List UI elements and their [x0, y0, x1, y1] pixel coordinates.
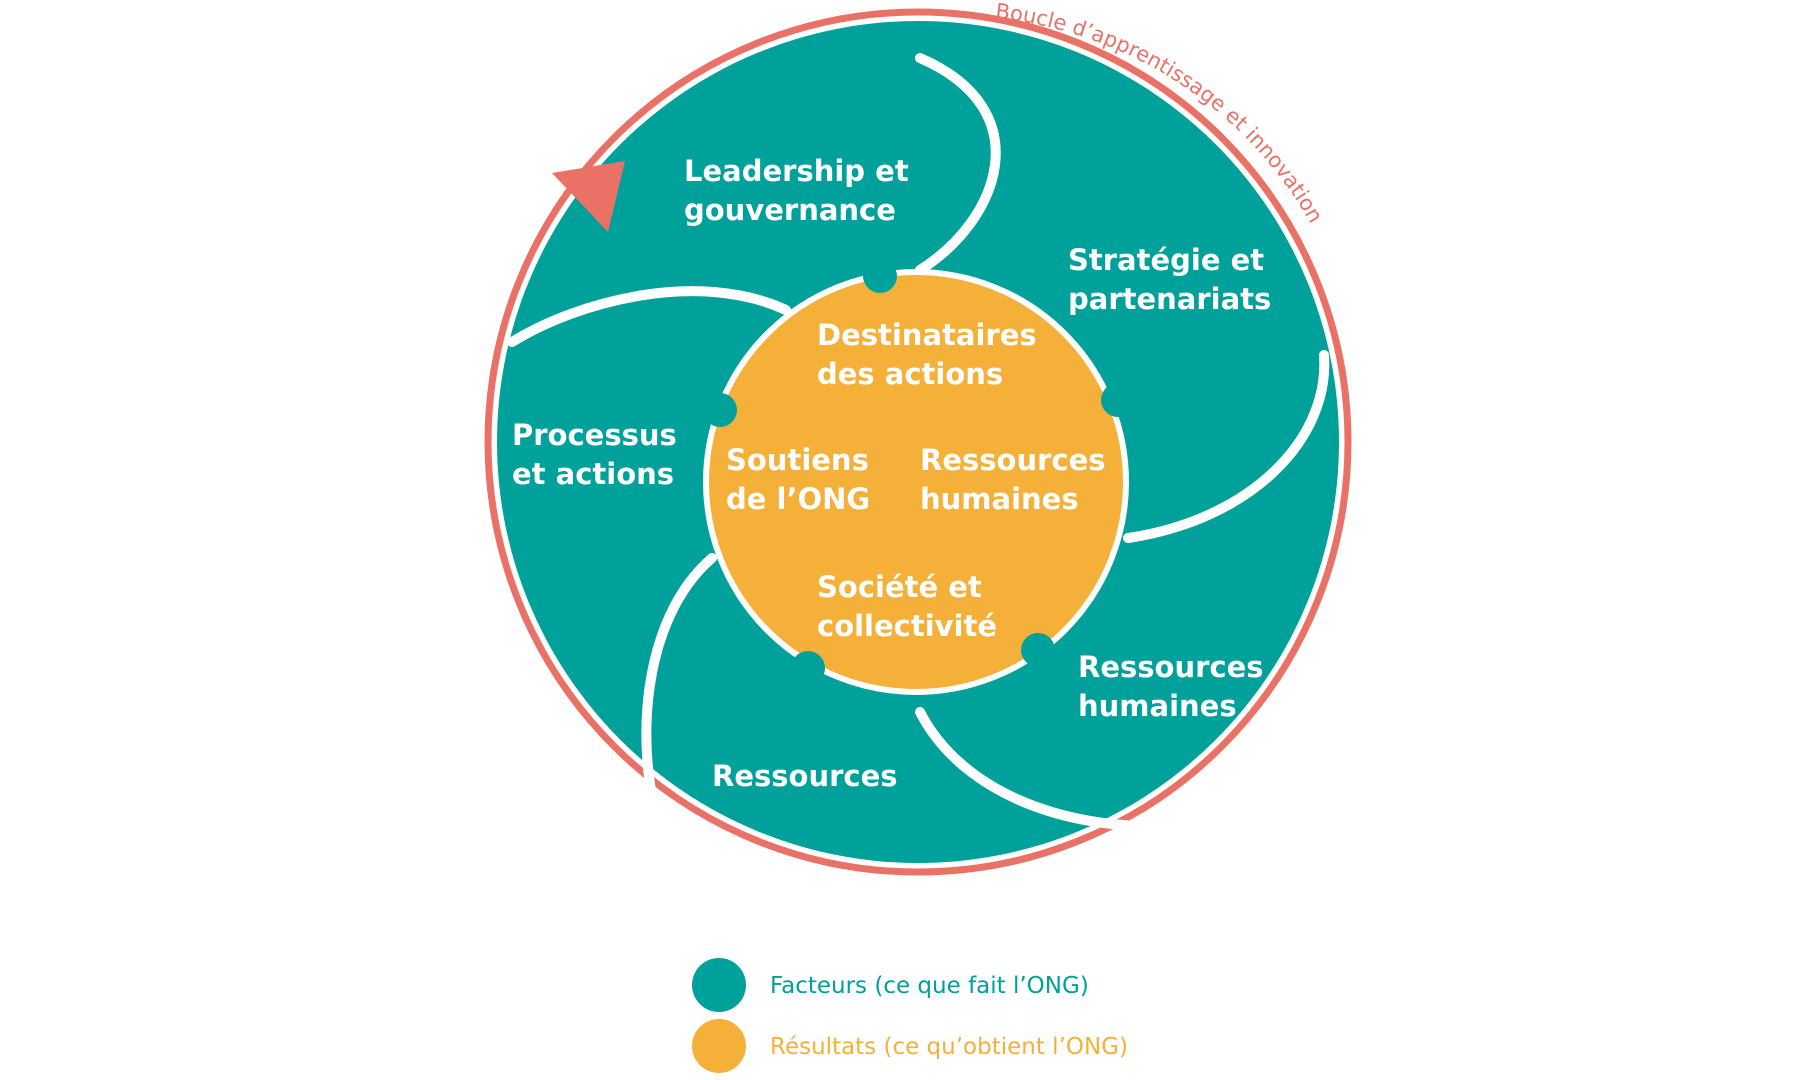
divider-top — [915, 53, 1001, 275]
factor-label-ressources: Ressources — [712, 759, 898, 793]
result-label-destinataires: Destinataires des actions — [817, 318, 1047, 391]
result-label-ressources-humaines: Ressources humaines — [920, 443, 1116, 516]
divider-bottom-left — [641, 553, 717, 833]
results-core-notch — [703, 393, 737, 427]
legend-results-swatch — [692, 1019, 746, 1073]
result-label-soutiens: Soutiens de l’ONG — [726, 443, 879, 516]
results-core-notch — [863, 259, 897, 293]
legend: Facteurs (ce que fait l’ONG) Résultats (… — [692, 958, 1128, 1073]
factor-label-ressources-humaines: Ressources humaines — [1078, 650, 1274, 723]
results-core — [703, 259, 1135, 695]
results-core-notch — [1021, 633, 1055, 667]
results-core-body — [703, 269, 1129, 695]
loop-arrowhead-icon — [552, 161, 625, 232]
legend-results-label: Résultats (ce qu’obtient l’ONG) — [770, 1034, 1128, 1060]
legend-factors-swatch — [692, 958, 746, 1012]
factor-label-processus: Processus et actions — [512, 418, 687, 491]
divider-left — [507, 286, 791, 347]
result-label-societe: Société et collectivité — [817, 570, 997, 643]
divider-right — [1123, 350, 1330, 543]
divider-bottom-right — [915, 707, 1173, 832]
factor-label-leadership: Leadership et gouvernance — [684, 154, 919, 227]
factor-label-strategie: Stratégie et partenariats — [1068, 243, 1274, 316]
legend-factors-label: Facteurs (ce que fait l’ONG) — [770, 973, 1089, 999]
learning-loop-ring — [484, 8, 1352, 876]
results-core-notch — [1101, 383, 1135, 417]
sector-dividers — [507, 53, 1330, 833]
results-core-notch — [791, 651, 825, 685]
